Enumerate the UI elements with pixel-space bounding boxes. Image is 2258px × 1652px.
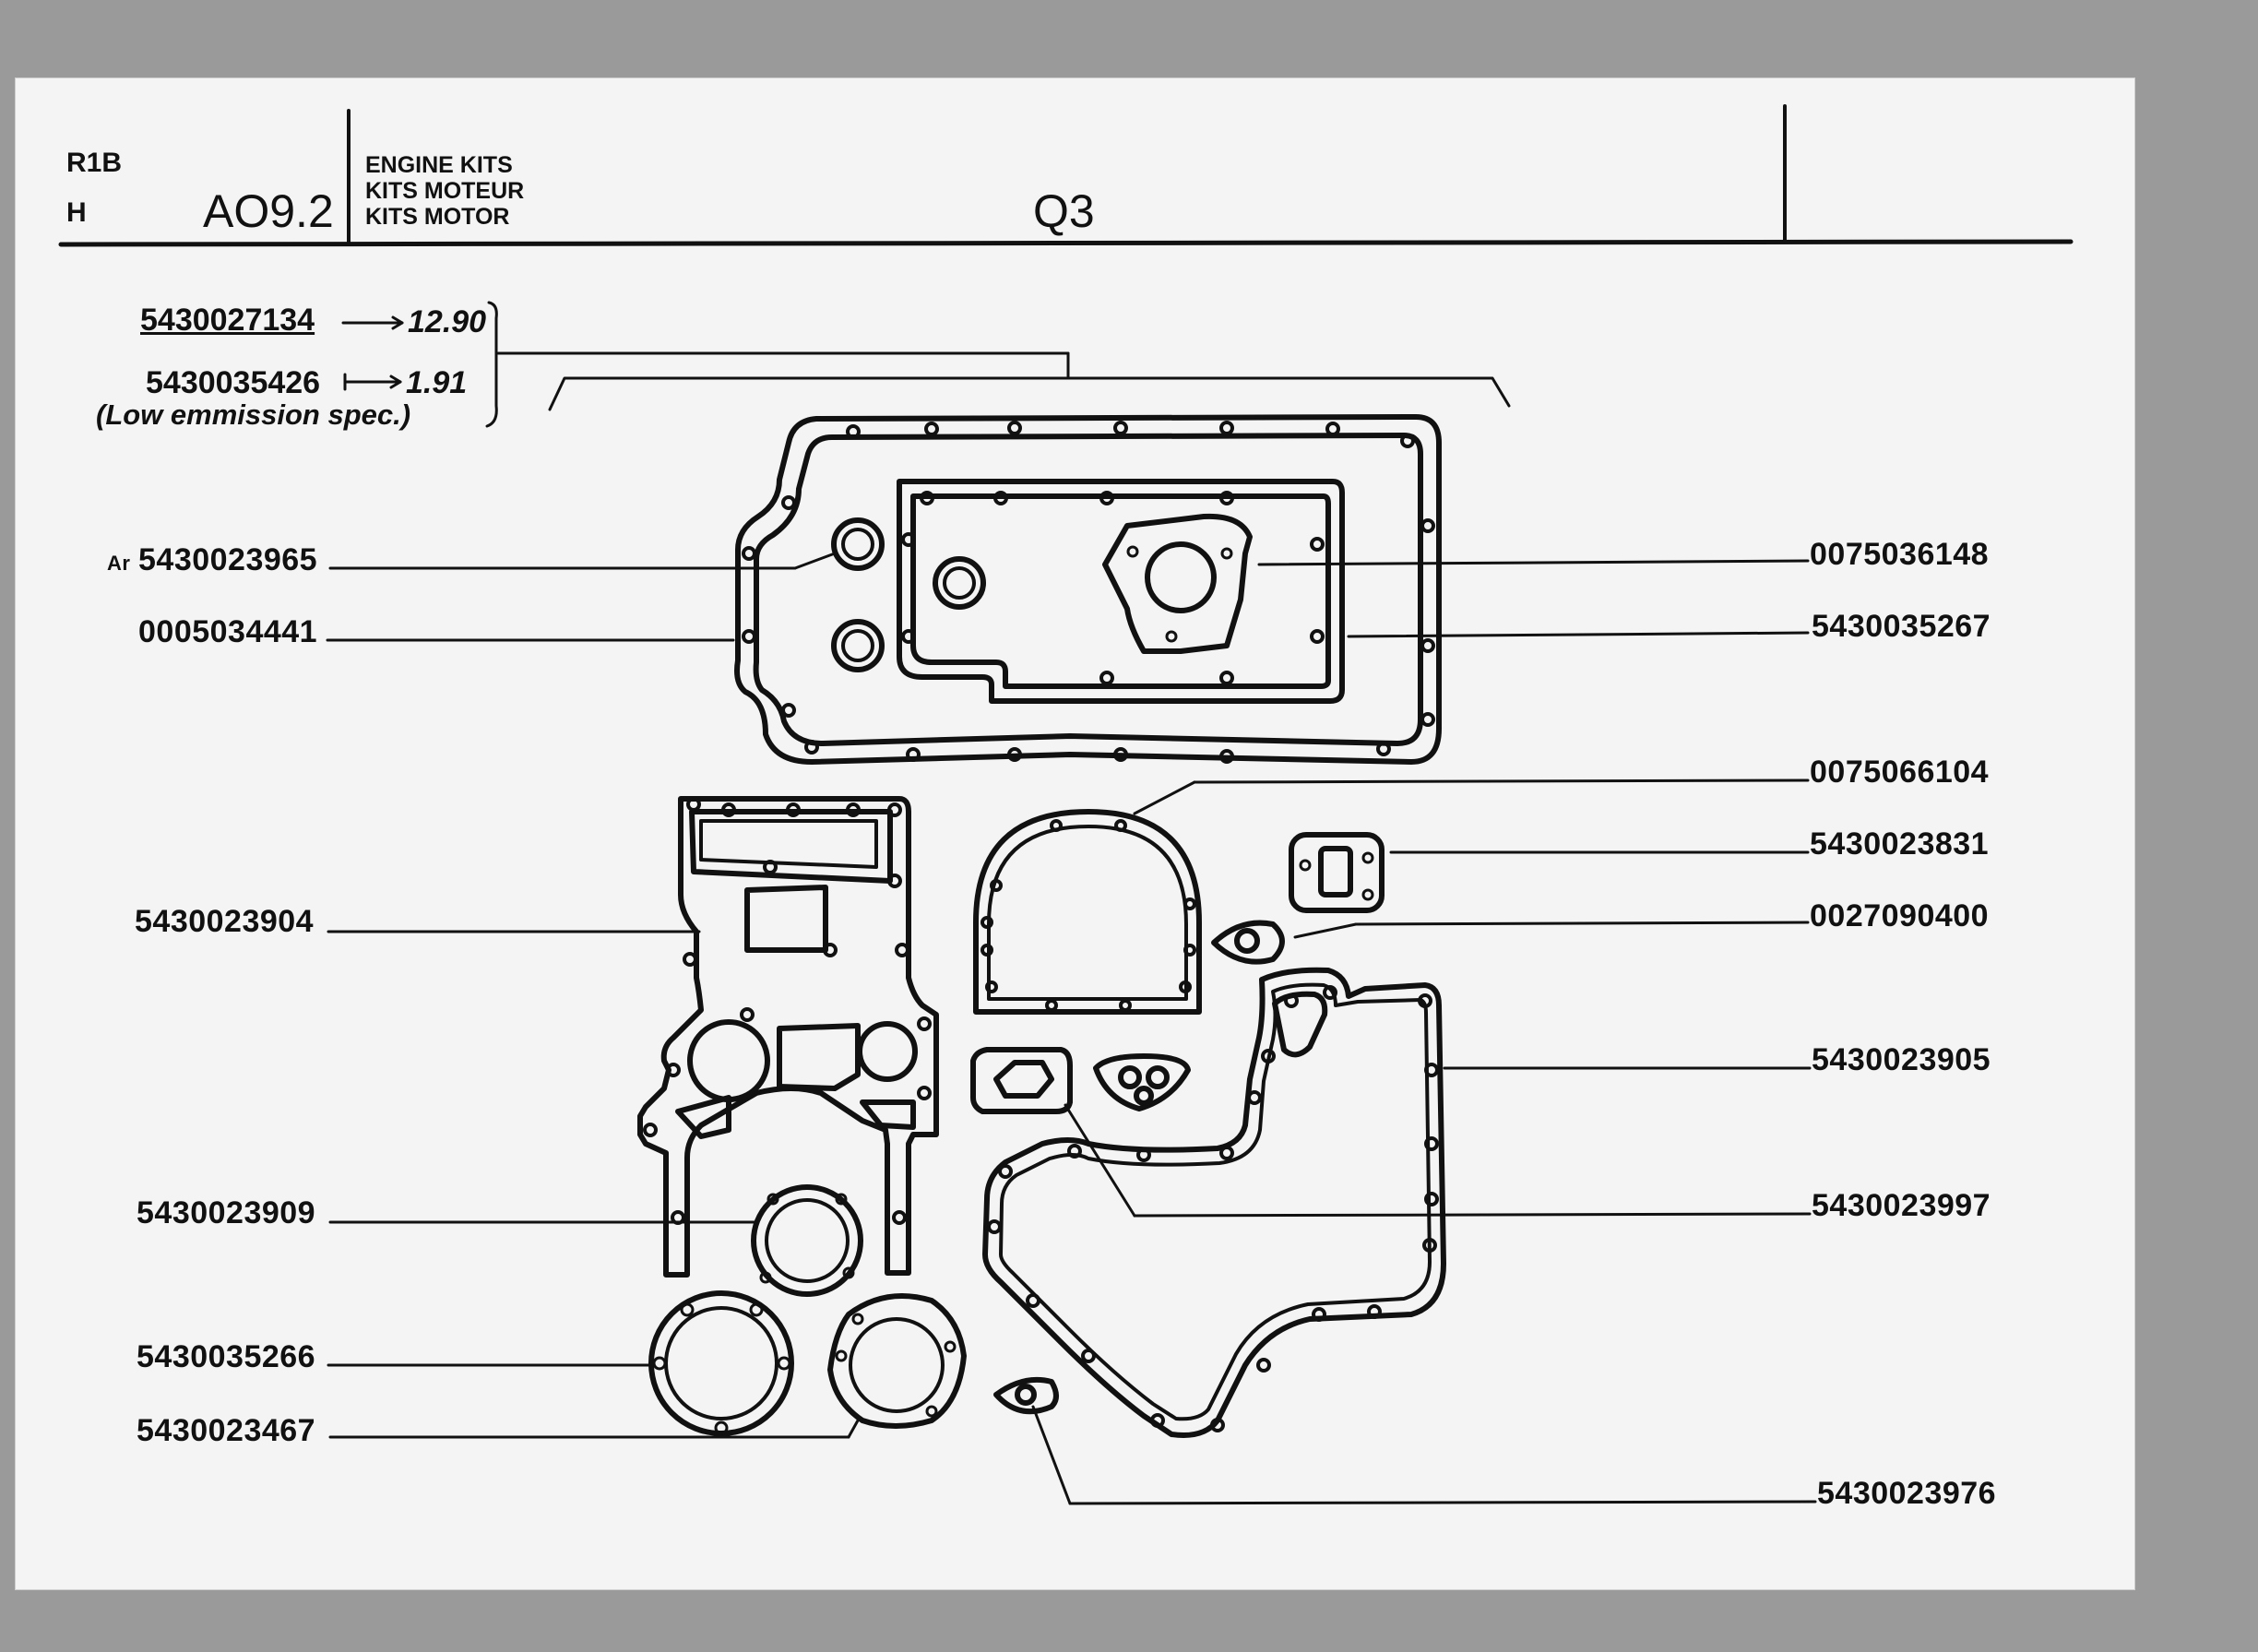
oil-pan-gasket-holes <box>987 985 1439 1432</box>
inner-gasket <box>897 479 1345 704</box>
seal-5430023909 <box>751 1184 863 1297</box>
sump-gasket-holes <box>742 421 1435 764</box>
label-0075036148: 0075036148 <box>1810 537 1990 572</box>
label-5430023831: 5430023831 <box>1810 826 1990 862</box>
sump-gasket <box>734 414 1442 765</box>
label-0005034441: 0005034441 <box>138 614 318 649</box>
oil-pan-gasket <box>982 967 1446 1438</box>
kit2-price: 1.91 <box>406 365 467 401</box>
leader-lines <box>326 552 1817 1505</box>
lozenge-gasket <box>993 1376 1059 1415</box>
seal-5430023467 <box>827 1293 967 1429</box>
title-de: KITS MOTOR <box>365 204 510 230</box>
plate-gasket <box>1102 513 1253 654</box>
label-5430023904: 5430023904 <box>135 904 315 939</box>
header-rule <box>58 239 2074 247</box>
small-plate-gasket-a <box>970 1047 1073 1114</box>
seal-5430035266 <box>648 1290 794 1436</box>
kit1-number: 5430027134 <box>140 303 315 338</box>
label-5430035266: 5430035266 <box>137 1339 316 1374</box>
label-5430023467: 5430023467 <box>137 1413 316 1448</box>
timing-cover-holes <box>643 797 932 1225</box>
kit2-note-text: (Low emmission spec.) <box>96 398 411 431</box>
diamond-gasket <box>1211 920 1285 965</box>
title-en: ENGINE KITS <box>365 152 513 178</box>
label-5430023976: 5430023976 <box>1817 1476 1997 1511</box>
arch-gasket <box>973 809 1202 1015</box>
small-plate-gasket-b <box>1093 1053 1191 1111</box>
label-5430035267: 5430035267 <box>1812 609 1991 644</box>
kit2-note: (Low emmission spec.) <box>96 398 410 432</box>
label-5430023997: 5430023997 <box>1812 1188 1991 1223</box>
seal-rings <box>831 517 986 672</box>
square-gasket <box>1289 832 1385 913</box>
label-5430023965: 5430023965 <box>138 542 318 577</box>
page-code: Q3 <box>1033 185 1095 237</box>
label-5430023909: 5430023909 <box>137 1195 316 1230</box>
inner-gasket-holes <box>901 491 1325 685</box>
label-prefix-ar: Ar <box>107 552 131 575</box>
label-0075066104: 0075066104 <box>1810 755 1990 790</box>
arch-gasket-holes <box>980 819 1196 1012</box>
code-h: H <box>66 197 87 228</box>
parts-sheet <box>15 77 2135 1590</box>
kit1-price: 12.90 <box>408 304 486 340</box>
kit-brackets <box>341 301 1511 428</box>
label-5430023905: 5430023905 <box>1812 1042 1991 1077</box>
kit2-price-value: 1.91 <box>406 365 468 400</box>
section-code: AO9.2 <box>203 185 334 237</box>
code-r1b: R1B <box>66 148 123 178</box>
title-fr: KITS MOTEUR <box>365 178 525 204</box>
kit1-price-value: 12.90 <box>408 304 487 339</box>
kit2-number: 5430035426 <box>146 365 321 400</box>
label-0027090400: 0027090400 <box>1810 898 1990 933</box>
